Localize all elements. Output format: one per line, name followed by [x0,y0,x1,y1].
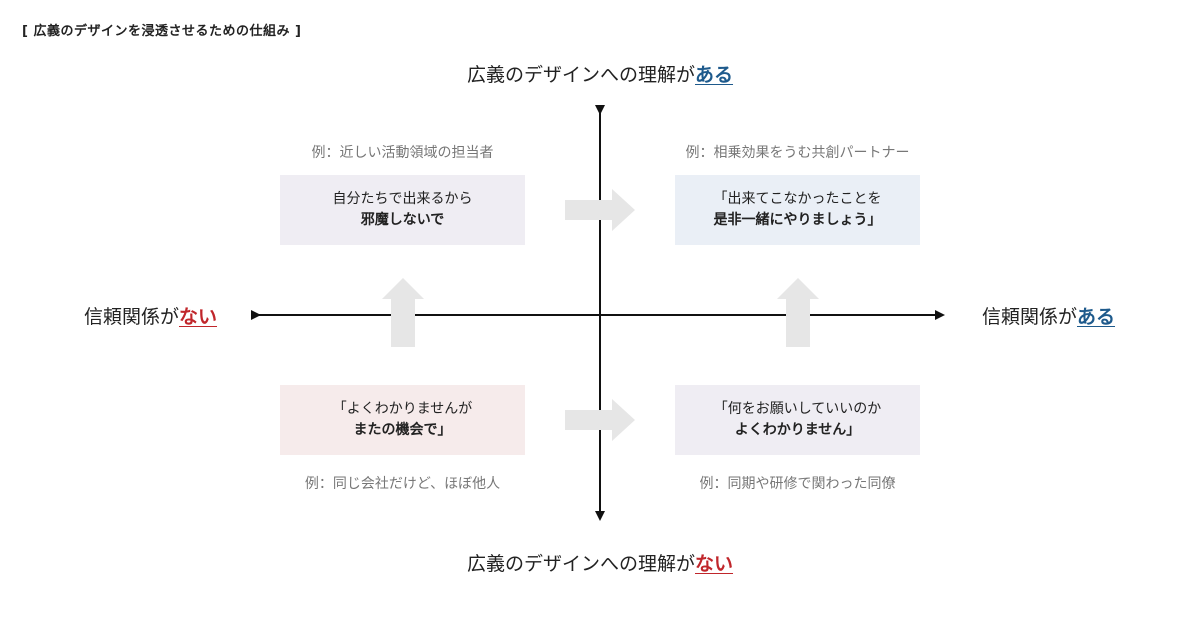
quote-line-2: よくわかりません」 [734,422,861,438]
block-arrow-right-bottom [565,399,635,441]
axis-title-top-prefix: 広義のデザインへの理解が [466,64,695,86]
quote-line-2: 邪魔しないで [360,212,445,228]
axis-title-bottom-accent: ない [695,553,734,575]
quote-line-2: またの機会で」 [353,422,452,438]
axis-title-bottom: 広義のデザインへの理解がない [0,549,1200,576]
page-title: [ 広義のデザインを浸透させるための仕組み ] [22,24,302,39]
caption-bottom-left: 例：同じ会社だけど、ほぼ他人 [304,476,501,492]
block-arrow-right-top [565,189,635,231]
caption-top-right: 例：相乗効果をうむ共創パートナー [685,145,910,161]
quote-box-top-right: 「出来てこなかったことを 是非一緒にやりましょう」 [675,175,920,245]
axis-title-left: 信頼関係がない [48,302,253,329]
axis-title-top: 広義のデザインへの理解がある [0,60,1200,87]
axis-title-right-prefix: 信頼関係が [981,306,1077,328]
block-arrow-up-right [777,278,819,347]
quote-box-top-left: 自分たちで出来るから 邪魔しないで [280,175,525,245]
quote-box-bottom-left: 「よくわかりませんが またの機会で」 [280,385,525,455]
axis-title-top-accent: ある [695,64,734,86]
axis-title-right: 信頼関係がある [946,302,1151,329]
block-arrow-up-left [382,278,424,347]
axis-title-bottom-prefix: 広義のデザインへの理解が [466,553,695,575]
quote-line-1: 自分たちで出来るから [332,191,473,207]
axis-title-left-prefix: 信頼関係が [83,306,179,328]
caption-bottom-right: 例：同期や研修で関わった同僚 [699,476,896,492]
quote-line-1: 「何をお願いしていいのか [713,401,882,417]
quote-line-1: 「よくわかりませんが [332,401,473,417]
axis-title-left-accent: ない [179,306,218,328]
quote-line-1: 「出来てこなかったことを [713,191,882,207]
axis-title-right-accent: ある [1077,306,1116,328]
caption-top-left: 例：近しい活動領域の担当者 [311,145,494,161]
quote-box-bottom-right: 「何をお願いしていいのか よくわかりません」 [675,385,920,455]
quote-line-2: 是非一緒にやりましょう」 [713,212,882,228]
